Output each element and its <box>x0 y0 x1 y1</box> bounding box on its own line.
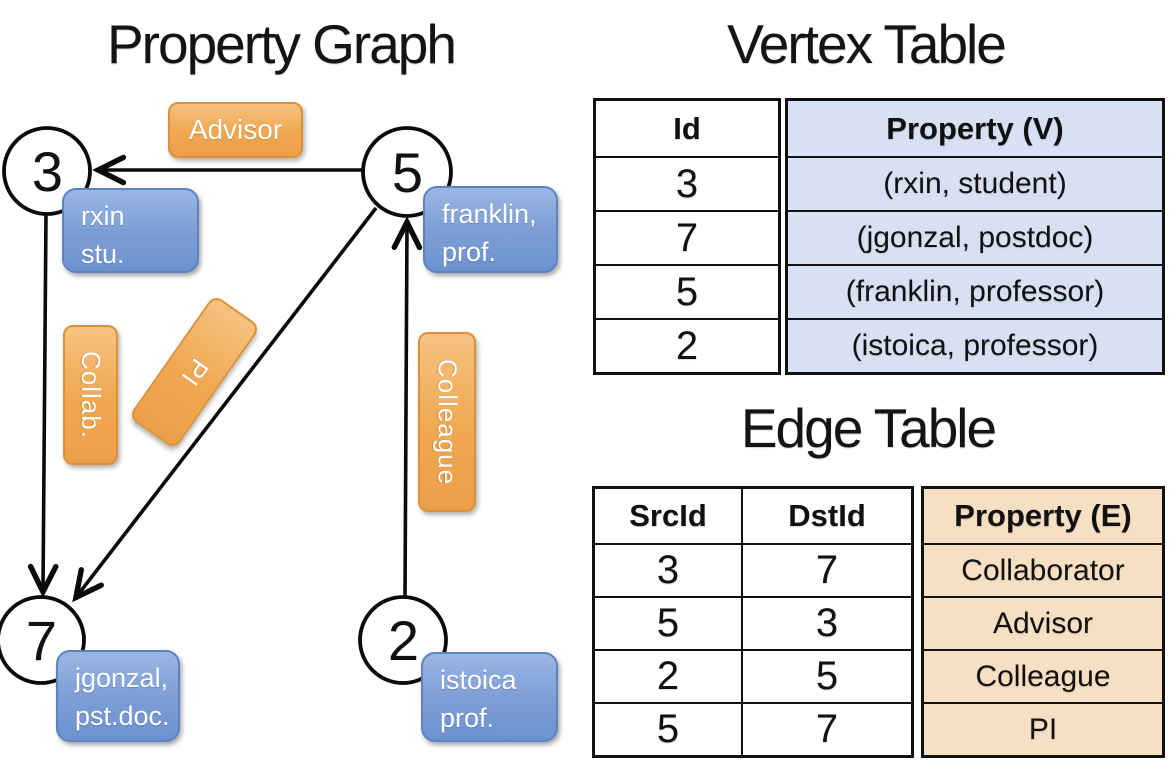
vertex-prop-line: jgonzal, <box>75 663 169 693</box>
vertex-prop-box-7: jgonzal, pst.doc. <box>56 650 180 742</box>
edge-table-cell-property: Colleague <box>924 649 1162 702</box>
node-id-3: 3 <box>31 139 63 203</box>
vertex-table-cell-id: 5 <box>596 264 778 318</box>
edge-collab-3-to-7 <box>27 212 59 598</box>
edge-table-cell-property: Collaborator <box>924 543 1162 596</box>
node-id-5: 5 <box>391 140 423 204</box>
edge-table-cell-dst: 5 <box>815 654 839 698</box>
vertex-table-cell-id: 2 <box>596 318 778 372</box>
vertex-table-id-column: Id 3 7 5 2 <box>593 98 781 375</box>
vertex-table-property-column: Property (V) (rxin, student) (jgonzal, p… <box>785 98 1165 375</box>
edge-table-cell-src: 3 <box>595 545 743 596</box>
edge-label-text: Advisor <box>188 114 283 145</box>
edge-pi-5-to-7 <box>72 206 378 603</box>
edge-table-row: 3 7 <box>595 543 911 596</box>
edge-table-cell-property: Advisor <box>924 596 1162 649</box>
vertex-prop-line: prof. <box>442 237 497 268</box>
vertex-table-cell-property: (rxin, student) <box>788 156 1162 210</box>
edge-table-id-columns: SrcId DstId 3 7 5 3 2 5 5 7 <box>592 486 914 758</box>
edge-label-advisor: Advisor <box>168 102 303 158</box>
vertex-table-title: Vertex Table <box>727 13 1007 75</box>
vertex-prop-line: pst.doc. <box>75 701 170 732</box>
edge-label-text: PI <box>175 352 215 392</box>
vertex-table-cell-id: 7 <box>596 210 778 264</box>
vertex-prop-line: prof. <box>440 703 495 734</box>
vertex-table-cell-property: (franklin, professor) <box>788 264 1162 318</box>
vertex-table-header-property: Property (V) <box>886 110 1064 146</box>
vertex-table-cell-property: (jgonzal, postdoc) <box>788 210 1162 264</box>
edge-table-row: 5 7 <box>595 702 911 755</box>
vertex-table-cell-property: (istoica, professor) <box>788 318 1162 372</box>
vertex-prop-line: stu. <box>81 239 125 270</box>
node-id-7: 7 <box>25 608 57 672</box>
edge-table-row: 2 5 <box>595 649 911 702</box>
vertex-prop-line: franklin, <box>442 199 537 229</box>
edge-table-property-column: Property (E) Collaborator Advisor Collea… <box>921 486 1165 758</box>
edge-label-text: Colleague <box>432 358 463 486</box>
edge-table-cell-dst: 3 <box>815 601 839 645</box>
vertex-prop-line: rxin <box>81 201 125 231</box>
vertex-prop-box-5: franklin, prof. <box>423 186 558 273</box>
vertex-table-cell-id: 3 <box>596 156 778 210</box>
edge-table-cell-src: 2 <box>595 651 743 702</box>
property-graph-title: Property Graph <box>106 13 457 75</box>
edge-table-header-dst: DstId <box>788 498 866 533</box>
vertex-prop-box-3: rxin stu. <box>62 188 199 273</box>
vertex-prop-box-2: istoica prof. <box>421 652 558 742</box>
vertex-prop-line: istoica <box>440 665 517 695</box>
edge-label-text: Collab. <box>76 351 106 439</box>
edge-table-cell-src: 5 <box>595 704 743 755</box>
edge-label-collab: Collab. <box>63 325 118 465</box>
edge-table-header-row: SrcId DstId <box>595 489 911 543</box>
vertex-table-header-id: Id <box>673 110 701 146</box>
edge-table-cell-dst: 7 <box>815 707 839 751</box>
edge-colleague-2-to-5 <box>391 216 423 598</box>
edge-table-row: 5 3 <box>595 596 911 649</box>
edge-table-header-property: Property (E) <box>954 498 1132 533</box>
edge-table-cell-property: PI <box>924 702 1162 755</box>
edge-table-title: Edge Table <box>740 397 997 459</box>
edge-table-header-src: SrcId <box>595 489 743 543</box>
edge-label-colleague: Colleague <box>418 332 476 512</box>
edge-table-cell-dst: 7 <box>815 548 839 592</box>
node-id-2: 2 <box>387 608 419 672</box>
edge-table-cell-src: 5 <box>595 598 743 649</box>
